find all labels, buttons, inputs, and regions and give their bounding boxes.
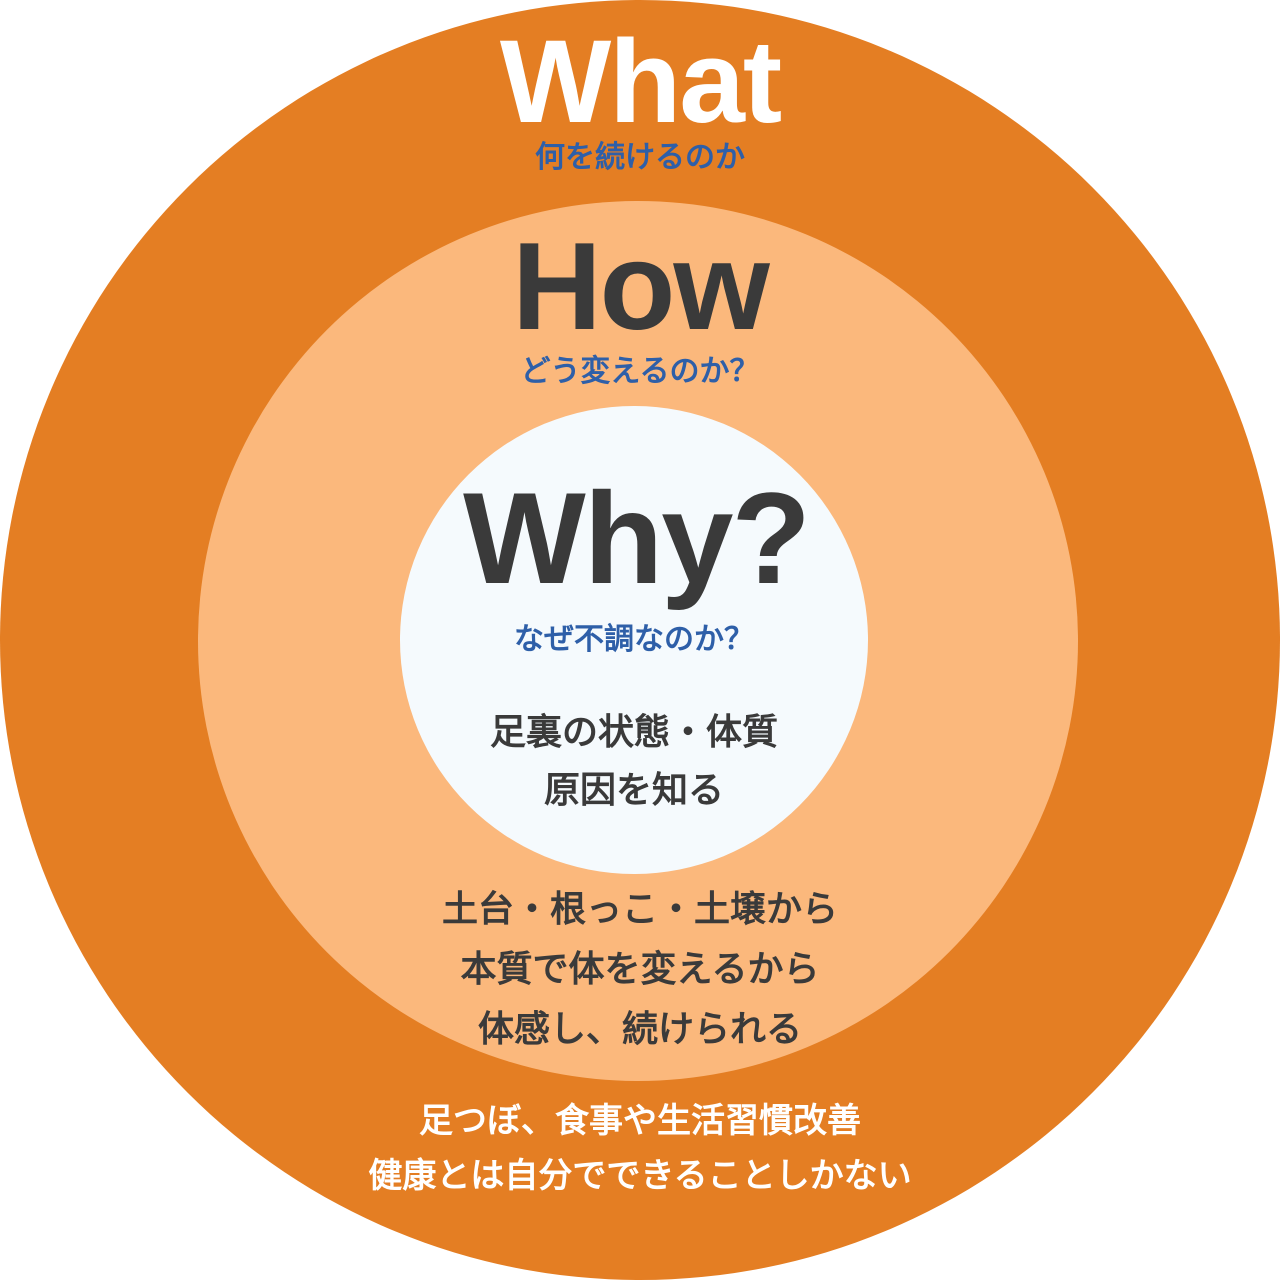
how-line: 本質で体を変えるから — [460, 949, 820, 990]
what-subtitle: 何を続けるのか — [535, 140, 745, 175]
why-line: 原因を知る — [543, 770, 724, 811]
what-title: What — [499, 16, 782, 148]
why-line: 足裏の状態・体質 — [489, 712, 778, 753]
how-subtitle: どう変えるのか？ — [520, 354, 760, 389]
why-title: Why? — [463, 465, 811, 611]
what-line: 健康とは自分でできることしかない — [368, 1156, 912, 1196]
why-description: 足裏の状態・体質 原因を知る — [0, 704, 1274, 820]
how-line: 土台・根っこ・土壌から — [441, 889, 838, 930]
how-title: How — [512, 218, 770, 356]
what-description: 足つぼ、食事や生活習慣改善 健康とは自分でできることしかない — [0, 1094, 1280, 1204]
what-line: 足つぼ、食事や生活習慣改善 — [419, 1101, 861, 1141]
how-description: 土台・根っこ・土壌から 本質で体を変えるから 体感し、続けられる — [0, 880, 1280, 1060]
why-circle — [400, 406, 868, 874]
how-line: 体感し、続けられる — [477, 1009, 802, 1050]
why-subtitle: なぜ不調なのか？ — [514, 622, 754, 657]
